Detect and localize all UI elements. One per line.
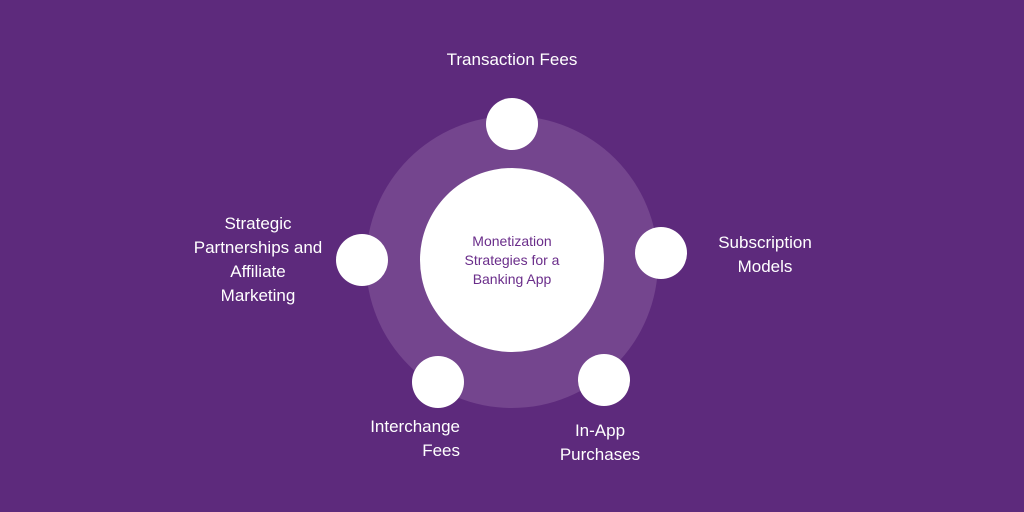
node-subscription-models — [635, 227, 687, 279]
node-interchange-fees — [412, 356, 464, 408]
center-circle: Monetization Strategies for a Banking Ap… — [420, 168, 604, 352]
label-in-app-purchases: In-App Purchases — [559, 421, 641, 464]
label-strategic-partnerships: Strategic Partnerships and Affiliate Mar… — [193, 214, 323, 305]
label-subscription-models: Subscription Models — [718, 233, 812, 276]
node-in-app-purchases — [578, 354, 630, 406]
label-transaction-fees: Transaction Fees — [446, 50, 578, 69]
node-strategic-partnerships — [336, 234, 388, 286]
node-transaction-fees — [486, 98, 538, 150]
center-title: Monetization Strategies for a Banking Ap… — [464, 232, 560, 287]
label-interchange-fees: Interchange Fees — [370, 417, 460, 460]
